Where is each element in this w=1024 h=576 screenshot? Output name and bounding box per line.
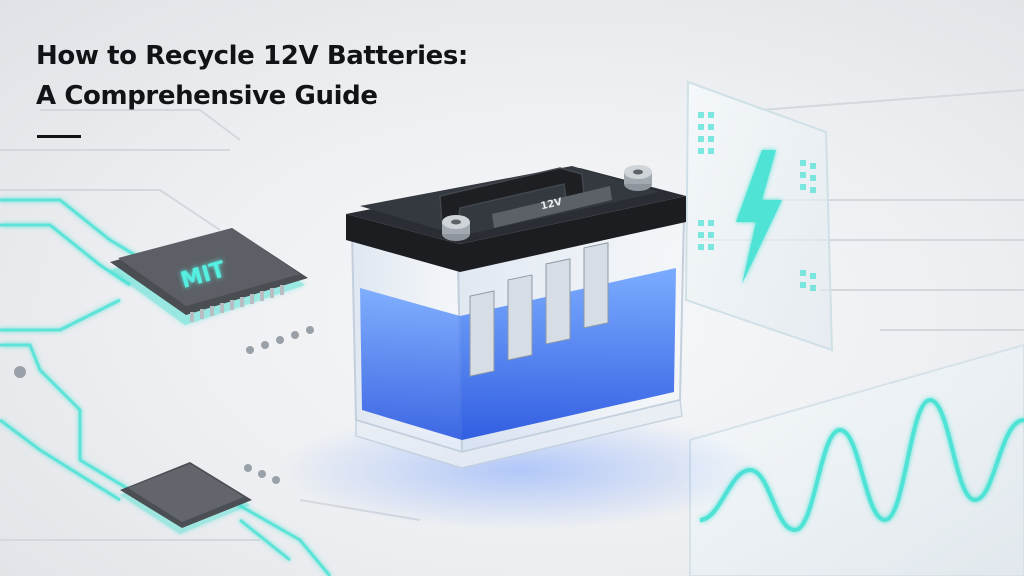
battery-icon (346, 165, 686, 469)
waveform-icon (699, 397, 1024, 533)
title-underline (37, 135, 81, 138)
article-title-line-1: How to Recycle 12V Batteries: (36, 41, 468, 71)
battery-label: 12V (540, 197, 564, 213)
lightning-bolt-icon (736, 150, 782, 284)
glowing-circuit-traces (0, 198, 332, 576)
solder-dots (14, 326, 314, 484)
article-title-line-2: A Comprehensive Guide (36, 81, 378, 111)
microchip-icon (120, 462, 252, 534)
article-title: How to Recycle 12V Batteries: A Comprehe… (36, 36, 468, 116)
microchip-icon (110, 228, 308, 325)
